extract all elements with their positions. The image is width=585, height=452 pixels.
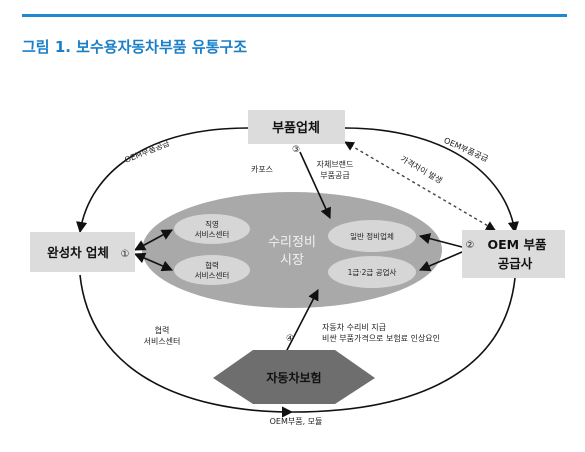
price-gap-label: 가격차이 발생 xyxy=(399,153,444,185)
arrow-insurance-to-market xyxy=(285,289,319,353)
repair-market-ellipse xyxy=(142,192,442,308)
oem-box xyxy=(462,230,565,278)
marker-4: ④ xyxy=(286,334,294,344)
partner-center-line2: 서비스센터 xyxy=(195,270,230,280)
own-brand-line1: 자체브랜드 xyxy=(317,159,354,169)
marker-2: ② xyxy=(466,240,475,251)
direct-center-line2: 서비스센터 xyxy=(195,229,230,239)
oem-label-line1: OEM 부품 xyxy=(488,237,547,252)
oem-module-label: OEM부품, 모듈 xyxy=(270,417,323,426)
own-brand-line2: 부품공급 xyxy=(320,171,349,180)
grade-shop-label: 1급·2급 공업사 xyxy=(348,268,397,277)
arrow-price-gap xyxy=(344,141,496,231)
parts-maker-box xyxy=(248,110,345,144)
arrow-automaker-direct xyxy=(134,229,173,251)
arrow-oem-bottom xyxy=(291,277,516,413)
partner-left-line2: 서비스센터 xyxy=(144,336,181,346)
arrow-oem-to-general xyxy=(418,233,463,248)
direct-center-line1: 직영 xyxy=(205,219,219,229)
partner-center-ellipse xyxy=(174,255,250,285)
marker-1: ① xyxy=(121,249,130,260)
general-shop-ellipse xyxy=(328,220,416,252)
insurance-diamond xyxy=(213,350,375,404)
general-shop-label: 일반 정비업체 xyxy=(350,231,394,241)
arrow-automaker-bottom xyxy=(79,274,294,418)
partner-left-line1: 협력 xyxy=(155,325,170,335)
carpos-label: 카포스 xyxy=(251,165,273,174)
parts-maker-label: 부품업체 xyxy=(272,121,320,136)
arrow-oem-to-grade xyxy=(418,251,463,272)
top-rule xyxy=(22,14,567,17)
grade-shop-ellipse xyxy=(328,256,416,288)
automaker-box xyxy=(30,232,135,272)
oem-supply-left-label: OEM부품공급 xyxy=(123,139,171,165)
insurance-label: 자동차보험 xyxy=(266,370,321,385)
arrow-parts-to-market xyxy=(299,151,331,220)
market-label-line2: 시장 xyxy=(280,253,304,268)
oem-label-line2: 공급사 xyxy=(498,256,533,271)
repair-cost-line1: 자동차 수리비 지급 xyxy=(322,323,386,332)
figure-title: 그림 1. 보수용자동차부품 유통구조 xyxy=(22,38,248,56)
arrow-automaker-partner xyxy=(133,252,174,272)
market-label-line1: 수리정비 xyxy=(268,235,316,250)
marker-3: ③ xyxy=(292,145,300,155)
direct-center-ellipse xyxy=(174,214,250,244)
arrow-parts-to-automaker xyxy=(76,127,249,234)
partner-center-line1: 협력 xyxy=(205,260,219,270)
automaker-label: 완성차 업체 xyxy=(47,245,109,260)
repair-cost-line2: 비싼 부품가격으로 보험료 인상요인 xyxy=(322,333,440,343)
